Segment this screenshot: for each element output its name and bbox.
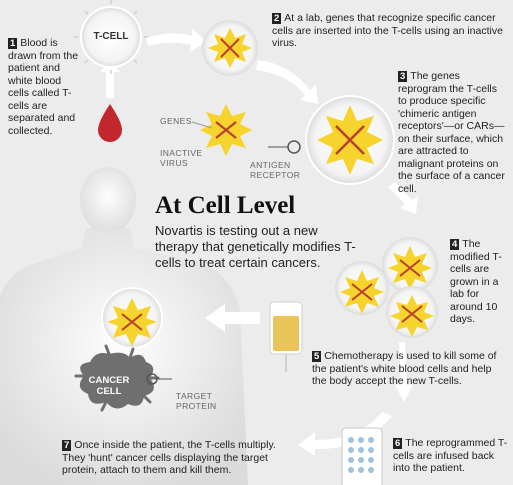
- flow-arrows: [100, 28, 418, 456]
- t-cell-icon: [74, 0, 148, 74]
- step-6-number: 6: [393, 438, 403, 449]
- step-1-text: Blood is drawn from the patient and whit…: [8, 37, 79, 137]
- step-2-number: 2: [272, 13, 282, 24]
- inactive-virus-icon: [200, 104, 252, 156]
- step-7-number: 7: [62, 440, 72, 451]
- blood-drop-icon: [98, 104, 122, 142]
- step-1-number: 1: [8, 38, 18, 49]
- genes-label: GENES: [160, 116, 192, 126]
- body-t-cell-icon: [101, 287, 163, 349]
- step-3-text: The genes reprogram the T-cells to produ…: [398, 70, 505, 195]
- step-3-number: 3: [398, 71, 408, 82]
- antigen-receptor-marker: [268, 140, 301, 154]
- t-cell-label: T-CELL: [93, 31, 129, 42]
- target-protein-marker: [146, 373, 172, 385]
- lab-t-cell-icon: [202, 20, 258, 76]
- step-2-text: At a lab, genes that recognize specific …: [272, 12, 503, 49]
- step-5-text: Chemotherapy is used to kill some of the…: [312, 350, 497, 387]
- target-protein-label: TARGET PROTEIN: [176, 391, 217, 411]
- infusion-bag-icon: [341, 427, 383, 485]
- step-4-number: 4: [450, 239, 460, 250]
- reprogrammed-t-cell-icon: [305, 95, 395, 185]
- inactive-virus-label: INACTIVE VIRUS: [160, 148, 203, 168]
- step-4-text: The modified T-cells are grown in a lab …: [450, 238, 502, 325]
- genes-leader: [191, 121, 213, 129]
- page-title: At Cell Level: [155, 192, 296, 219]
- cancer-cell-label: CANCER CELL: [88, 375, 130, 397]
- chemotherapy-bag-icon: [269, 301, 303, 372]
- antigen-receptor-label: ANTIGEN RECEPTOR: [250, 160, 301, 180]
- step-6-text: The reprogrammed T-cells are infused bac…: [393, 437, 508, 474]
- step-7-text: Once inside the patient, the T-cells mul…: [62, 439, 276, 476]
- cancer-cell-icon: [74, 344, 160, 412]
- step-5-number: 5: [312, 351, 322, 362]
- page-subtitle: Novartis is testing out a new therapy th…: [155, 223, 356, 270]
- multiplied-t-cells-icon: [335, 237, 438, 338]
